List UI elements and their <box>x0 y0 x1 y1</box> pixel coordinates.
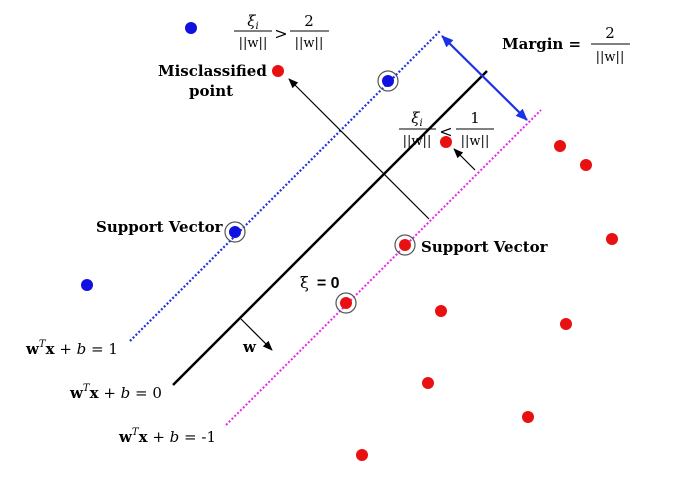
svg-text:2: 2 <box>304 12 314 30</box>
decision-hyperplane <box>172 70 488 386</box>
support-vector-ring <box>377 70 399 92</box>
xi-zero-label: ξ = 0 <box>300 273 340 292</box>
svg-text:||w||: ||w|| <box>403 134 432 149</box>
support-vector-label-right: Support Vector <box>421 238 549 256</box>
svg-text:||w||: ||w|| <box>596 50 625 65</box>
margin-label: Margin = 2 ||w|| <box>502 24 630 65</box>
margin-violation-slack-condition: ξi ||w|| < 1 ||w|| <box>399 109 494 149</box>
margin-violation-point <box>440 136 452 148</box>
positive-point <box>185 22 197 34</box>
support-vector-positive <box>229 226 241 238</box>
misclassified-point <box>272 65 284 77</box>
svg-text:1: 1 <box>470 109 480 127</box>
positive-margin-line <box>129 29 442 342</box>
support-vector-ring <box>224 221 246 243</box>
equation-negative-margin: wTx + b = -1 <box>118 427 216 446</box>
svg-text:||w||: ||w|| <box>239 36 268 51</box>
support-vector-positive <box>382 75 394 87</box>
support-vector-ring <box>394 234 416 256</box>
negative-point <box>356 449 368 461</box>
support-vector-negative <box>399 239 411 251</box>
support-vector-label-left: Support Vector <box>96 218 224 236</box>
svg-text:>: > <box>274 24 287 43</box>
svg-text:2: 2 <box>605 24 615 42</box>
svg-text:<: < <box>439 122 452 141</box>
equation-hyperplane: wTx + b = 0 <box>69 383 162 402</box>
negative-point <box>560 318 572 330</box>
support-vector-negative <box>340 297 352 309</box>
w-vector-label: w <box>242 338 257 356</box>
svg-text:||w||: ||w|| <box>461 134 490 149</box>
misclassified-label-line2: point <box>189 82 233 100</box>
negative-point <box>435 305 447 317</box>
w-vector-arrow <box>240 318 273 351</box>
negative-margin-line <box>225 109 542 426</box>
misclassified-label: Misclassified <box>158 62 267 80</box>
support-vector-ring <box>335 292 357 314</box>
negative-point <box>422 377 434 389</box>
negative-point <box>522 411 534 423</box>
svg-text:ξi: ξi <box>411 109 422 129</box>
negative-point <box>606 233 618 245</box>
svg-text:||w||: ||w|| <box>295 36 324 51</box>
negative-point <box>554 140 566 152</box>
negative-point <box>580 159 592 171</box>
slack-arrow-margin-violation <box>453 148 476 171</box>
equation-positive-margin: wTx + b = 1 <box>25 339 118 358</box>
svg-text:ξi: ξi <box>247 12 258 32</box>
margin-arrow <box>441 35 528 121</box>
svg-text:Margin =: Margin = <box>502 35 581 53</box>
slack-arrow-misclassified <box>288 78 430 220</box>
misclassified-slack-condition: ξi ||w|| > 2 ||w|| <box>234 12 329 51</box>
positive-point <box>81 279 93 291</box>
